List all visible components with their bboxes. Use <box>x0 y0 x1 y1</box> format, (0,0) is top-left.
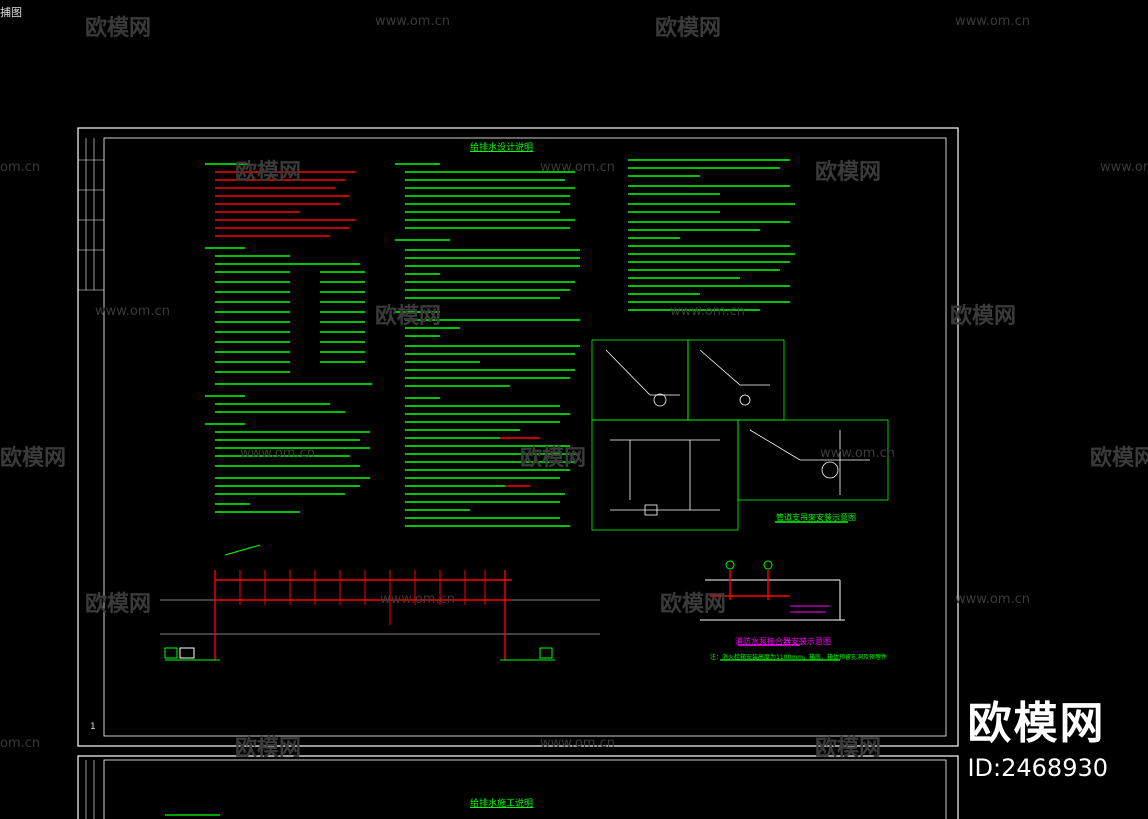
watermark-url: www.om.cn <box>380 592 455 607</box>
watermark-logo: 欧模网 <box>375 304 442 329</box>
watermark-url: www.om.cn <box>955 592 1030 607</box>
watermark-url: www.om.cn <box>955 14 1030 29</box>
watermark-logo: 欧模网 <box>815 736 882 761</box>
notes-column-1 <box>205 163 372 513</box>
watermark-url: www.om.cn <box>95 304 170 319</box>
watermark-url: www.om.cn <box>540 736 615 751</box>
watermark-url: www.om.cn <box>540 160 615 175</box>
sheet-inner-frame <box>103 137 947 737</box>
sheet2-outer-frame <box>77 755 959 819</box>
pump-title: 消防水泵接合器安装示意图 <box>735 637 831 646</box>
watermark-logo: 欧模网 <box>1090 446 1148 471</box>
watermark-url: www.om.cn <box>820 446 895 461</box>
watermark-logo: 欧模网 <box>950 304 1017 329</box>
watermark-logo: 欧模网 <box>0 446 67 471</box>
watermark-logo: 欧模网 <box>660 592 727 617</box>
watermark-url: om.cn <box>0 736 41 751</box>
watermark-url: www.om.cn <box>240 446 315 461</box>
watermark-logo: 欧模网 <box>815 160 882 185</box>
model-id: ID:2468930 <box>967 754 1108 782</box>
support-details <box>591 339 889 531</box>
pump-adapter-detail <box>700 560 845 621</box>
watermark-url: www.om.cn <box>1100 160 1148 175</box>
pipe-system-diagram <box>160 544 600 661</box>
sheet-title-main: 给排水设计说明 <box>470 143 534 153</box>
page-number: 1 <box>90 722 96 732</box>
title-strip <box>78 138 104 819</box>
watermark-logo: 欧模网 <box>655 16 722 41</box>
notes-column-2 <box>395 163 580 527</box>
pump-note: 注：消火栓箱安装高度为1100mm，箱底、箱体预留孔洞及预埋件 <box>710 654 887 661</box>
sheet-outer-frame <box>77 127 959 747</box>
sheet2-inner-frame <box>103 759 947 819</box>
watermark-url: www.om.cn <box>670 304 745 319</box>
window-tab[interactable]: 捕图 <box>0 6 22 19</box>
watermark-logo: 欧模网 <box>235 736 302 761</box>
watermark-logo: 欧模网 <box>235 160 302 185</box>
watermark-logo: 欧模网 <box>85 16 152 41</box>
brand-logo: 欧模网 <box>967 698 1106 749</box>
watermark-url: om.cn <box>0 160 41 175</box>
watermark-logo: 欧模网 <box>520 446 587 471</box>
notes-column-3 <box>628 159 795 311</box>
detail-title: 管道支吊架安装示意图 <box>776 513 856 522</box>
watermark-logo: 欧模网 <box>85 592 152 617</box>
watermark-url: www.om.cn <box>375 14 450 29</box>
brand-badge: 欧模网 ID:2468930 <box>967 698 1108 783</box>
sheet-title-bottom: 给排水施工说明 <box>470 799 534 809</box>
